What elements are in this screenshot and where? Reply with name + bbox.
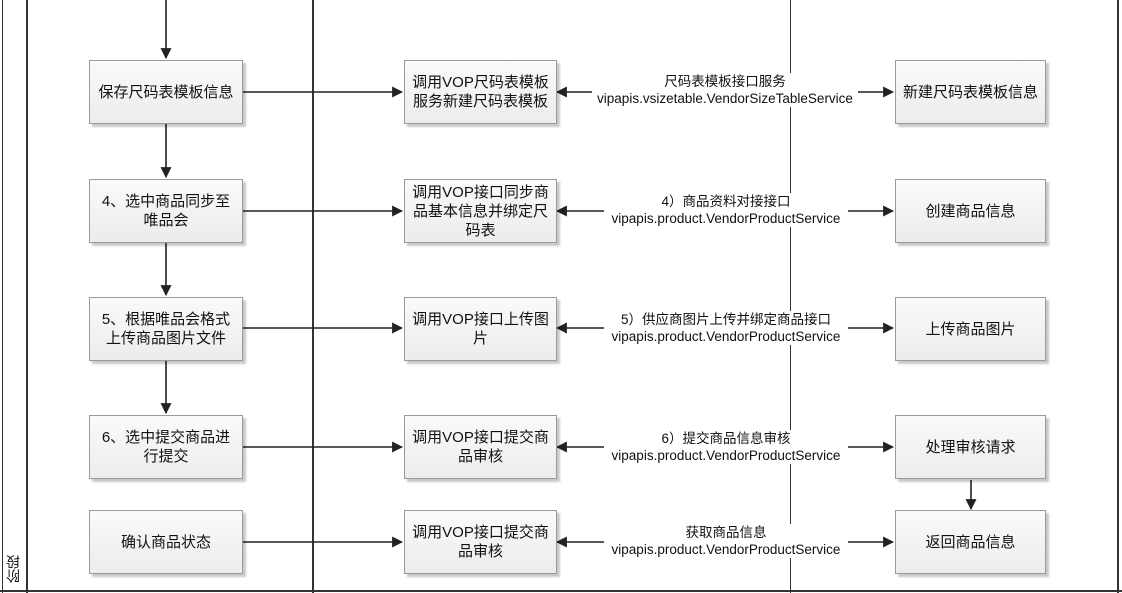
api-service-3: vipapis.product.VendorProductService	[611, 329, 841, 344]
lane-divider-2	[790, 0, 791, 593]
api-service-4: vipapis.product.VendorProductService	[611, 448, 841, 463]
right-box-4: 处理审核请求	[895, 415, 1046, 479]
lane-border-right	[1117, 0, 1119, 593]
api-name-2: 4）商品资料对接接口	[661, 194, 791, 209]
api-label-2: 4）商品资料对接接口 vipapis.product.VendorProduct…	[604, 193, 848, 227]
lane-border-bottom	[0, 590, 1122, 592]
api-label-3: 5）供应商图片上传并绑定商品接口 vipapis.product.VendorP…	[604, 311, 848, 345]
right-box-2: 创建商品信息	[895, 179, 1046, 243]
right-box-1: 新建尺码表模板信息	[895, 60, 1046, 124]
api-service-1: vipapis.vsizetable.VendorSizeTableServic…	[597, 91, 853, 106]
left-box-5: 确认商品状态	[89, 510, 243, 574]
middle-box-2: 调用VOP接口同步商品基本信息并绑定尺码表	[404, 179, 557, 243]
right-box-5: 返回商品信息	[895, 510, 1046, 574]
left-box-1: 保存尺码表模板信息	[89, 60, 243, 124]
api-service-2: vipapis.product.VendorProductService	[611, 211, 841, 226]
lane-divider-1	[312, 0, 314, 593]
api-service-5: vipapis.product.VendorProductService	[611, 542, 841, 557]
api-label-1: 尺码表模板接口服务 vipapis.vsizetable.VendorSizeT…	[592, 73, 858, 107]
api-name-5: 获取商品信息	[685, 525, 767, 540]
api-label-5: 获取商品信息 vipapis.product.VendorProductServ…	[604, 524, 848, 558]
middle-box-1: 调用VOP尺码表模板服务新建尺码表模板	[404, 60, 557, 124]
middle-box-5: 调用VOP接口提交商品审核	[404, 510, 557, 574]
left-box-3: 5、根据唯品会格式上传商品图片文件	[89, 297, 243, 361]
left-box-4: 6、选中提交商品进行提交	[89, 415, 243, 479]
middle-box-3: 调用VOP接口上传图片	[404, 297, 557, 361]
api-label-4: 6）提交商品信息审核 vipapis.product.VendorProduct…	[604, 430, 848, 464]
lane-border-stage	[26, 0, 28, 593]
right-box-3: 上传商品图片	[895, 297, 1046, 361]
left-box-2: 4、选中商品同步至唯品会	[89, 179, 243, 243]
api-name-4: 6）提交商品信息审核	[661, 431, 791, 446]
api-name-3: 5）供应商图片上传并绑定商品接口	[620, 312, 831, 327]
lane-border-outer-left	[2, 0, 3, 593]
api-name-1: 尺码表模板接口服务	[664, 74, 786, 89]
middle-box-4: 调用VOP接口提交商品审核	[404, 415, 557, 479]
